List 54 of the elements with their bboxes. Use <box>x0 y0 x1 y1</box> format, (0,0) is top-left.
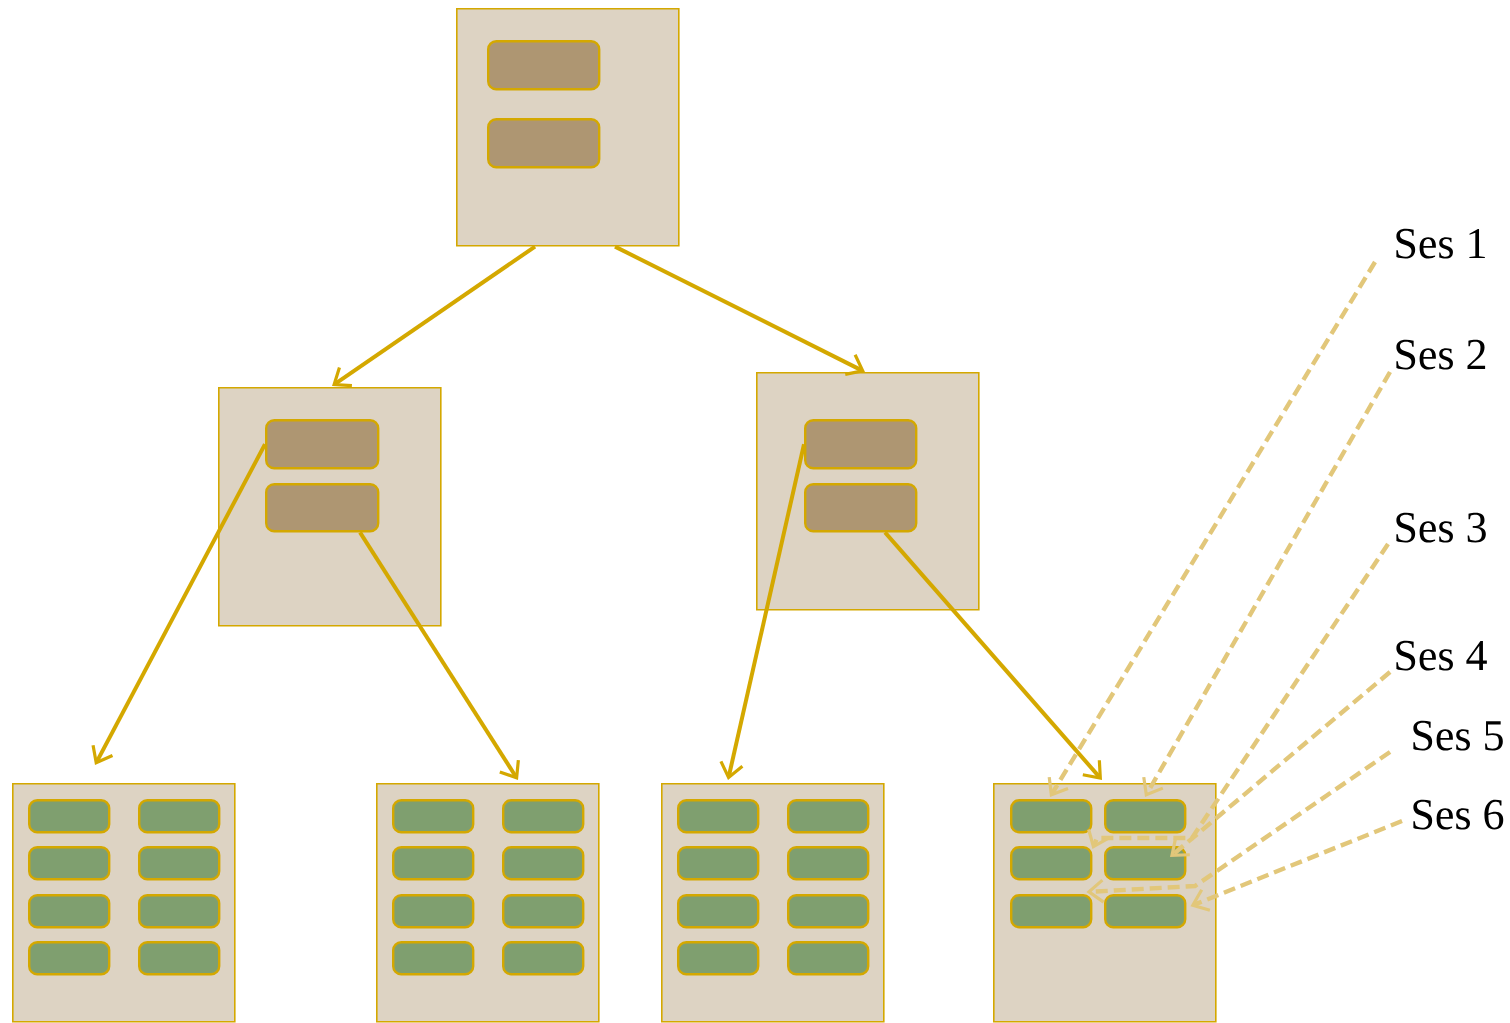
arrow <box>1047 260 1377 797</box>
index-entry-bar <box>392 846 475 881</box>
session-label: Ses 1 <box>1396 228 1485 259</box>
index-entry-bar <box>28 894 111 929</box>
session-label: Ses 3 <box>1396 512 1486 543</box>
arrow <box>332 244 537 388</box>
arrow <box>1190 818 1403 912</box>
session-label: Ses 5 <box>1413 720 1503 751</box>
index-entry-bar <box>787 799 870 834</box>
index-entry-bar <box>1104 894 1187 929</box>
index-entry-bar <box>677 894 760 929</box>
index-entry-bar <box>787 846 870 881</box>
arrow <box>1170 670 1392 857</box>
index-entry-bar <box>392 894 475 929</box>
index-entry-bar <box>677 799 760 834</box>
index-entry-bar <box>502 846 585 881</box>
index-entry-bar <box>677 846 760 881</box>
index-entry-bar <box>787 941 870 976</box>
index-entry-bar <box>804 419 918 470</box>
index-entry-bar <box>138 846 221 881</box>
index-entry-bar <box>1010 894 1093 929</box>
index-entry-bar <box>138 941 221 976</box>
arrow <box>719 443 806 780</box>
index-entry-bar <box>28 846 111 881</box>
index-entry-bar <box>28 799 111 834</box>
arrow <box>1086 750 1392 904</box>
index-entry-bar <box>804 483 918 533</box>
index-entry-bar <box>265 483 380 533</box>
index-entry-bar <box>138 799 221 834</box>
session-label: Ses 6 <box>1413 799 1504 830</box>
index-entry-bar <box>265 419 380 470</box>
index-entry-bar <box>677 941 760 976</box>
index-entry-bar <box>502 799 585 834</box>
arrow <box>614 244 865 376</box>
index-entry-bar <box>28 941 111 976</box>
index-entry-bar <box>1104 799 1187 834</box>
arrow <box>1142 370 1392 797</box>
index-entry-bar <box>787 894 870 929</box>
arrow <box>1087 542 1390 849</box>
index-entry-bar <box>487 118 601 169</box>
arrow <box>91 443 267 765</box>
session-label: Ses 4 <box>1396 640 1487 671</box>
arrow <box>883 531 1102 780</box>
index-entry-bar <box>1010 799 1093 834</box>
arrow <box>358 531 520 780</box>
index-entry-bar <box>502 894 585 929</box>
index-entry-bar <box>487 40 601 91</box>
index-entry-bar <box>392 799 475 834</box>
index-entry-bar <box>392 941 475 976</box>
index-entry-bar <box>1010 846 1093 881</box>
index-entry-bar <box>1104 846 1187 881</box>
session-label: Ses 2 <box>1396 339 1486 370</box>
index-entry-bar <box>138 894 221 929</box>
index-entry-bar <box>502 941 585 976</box>
